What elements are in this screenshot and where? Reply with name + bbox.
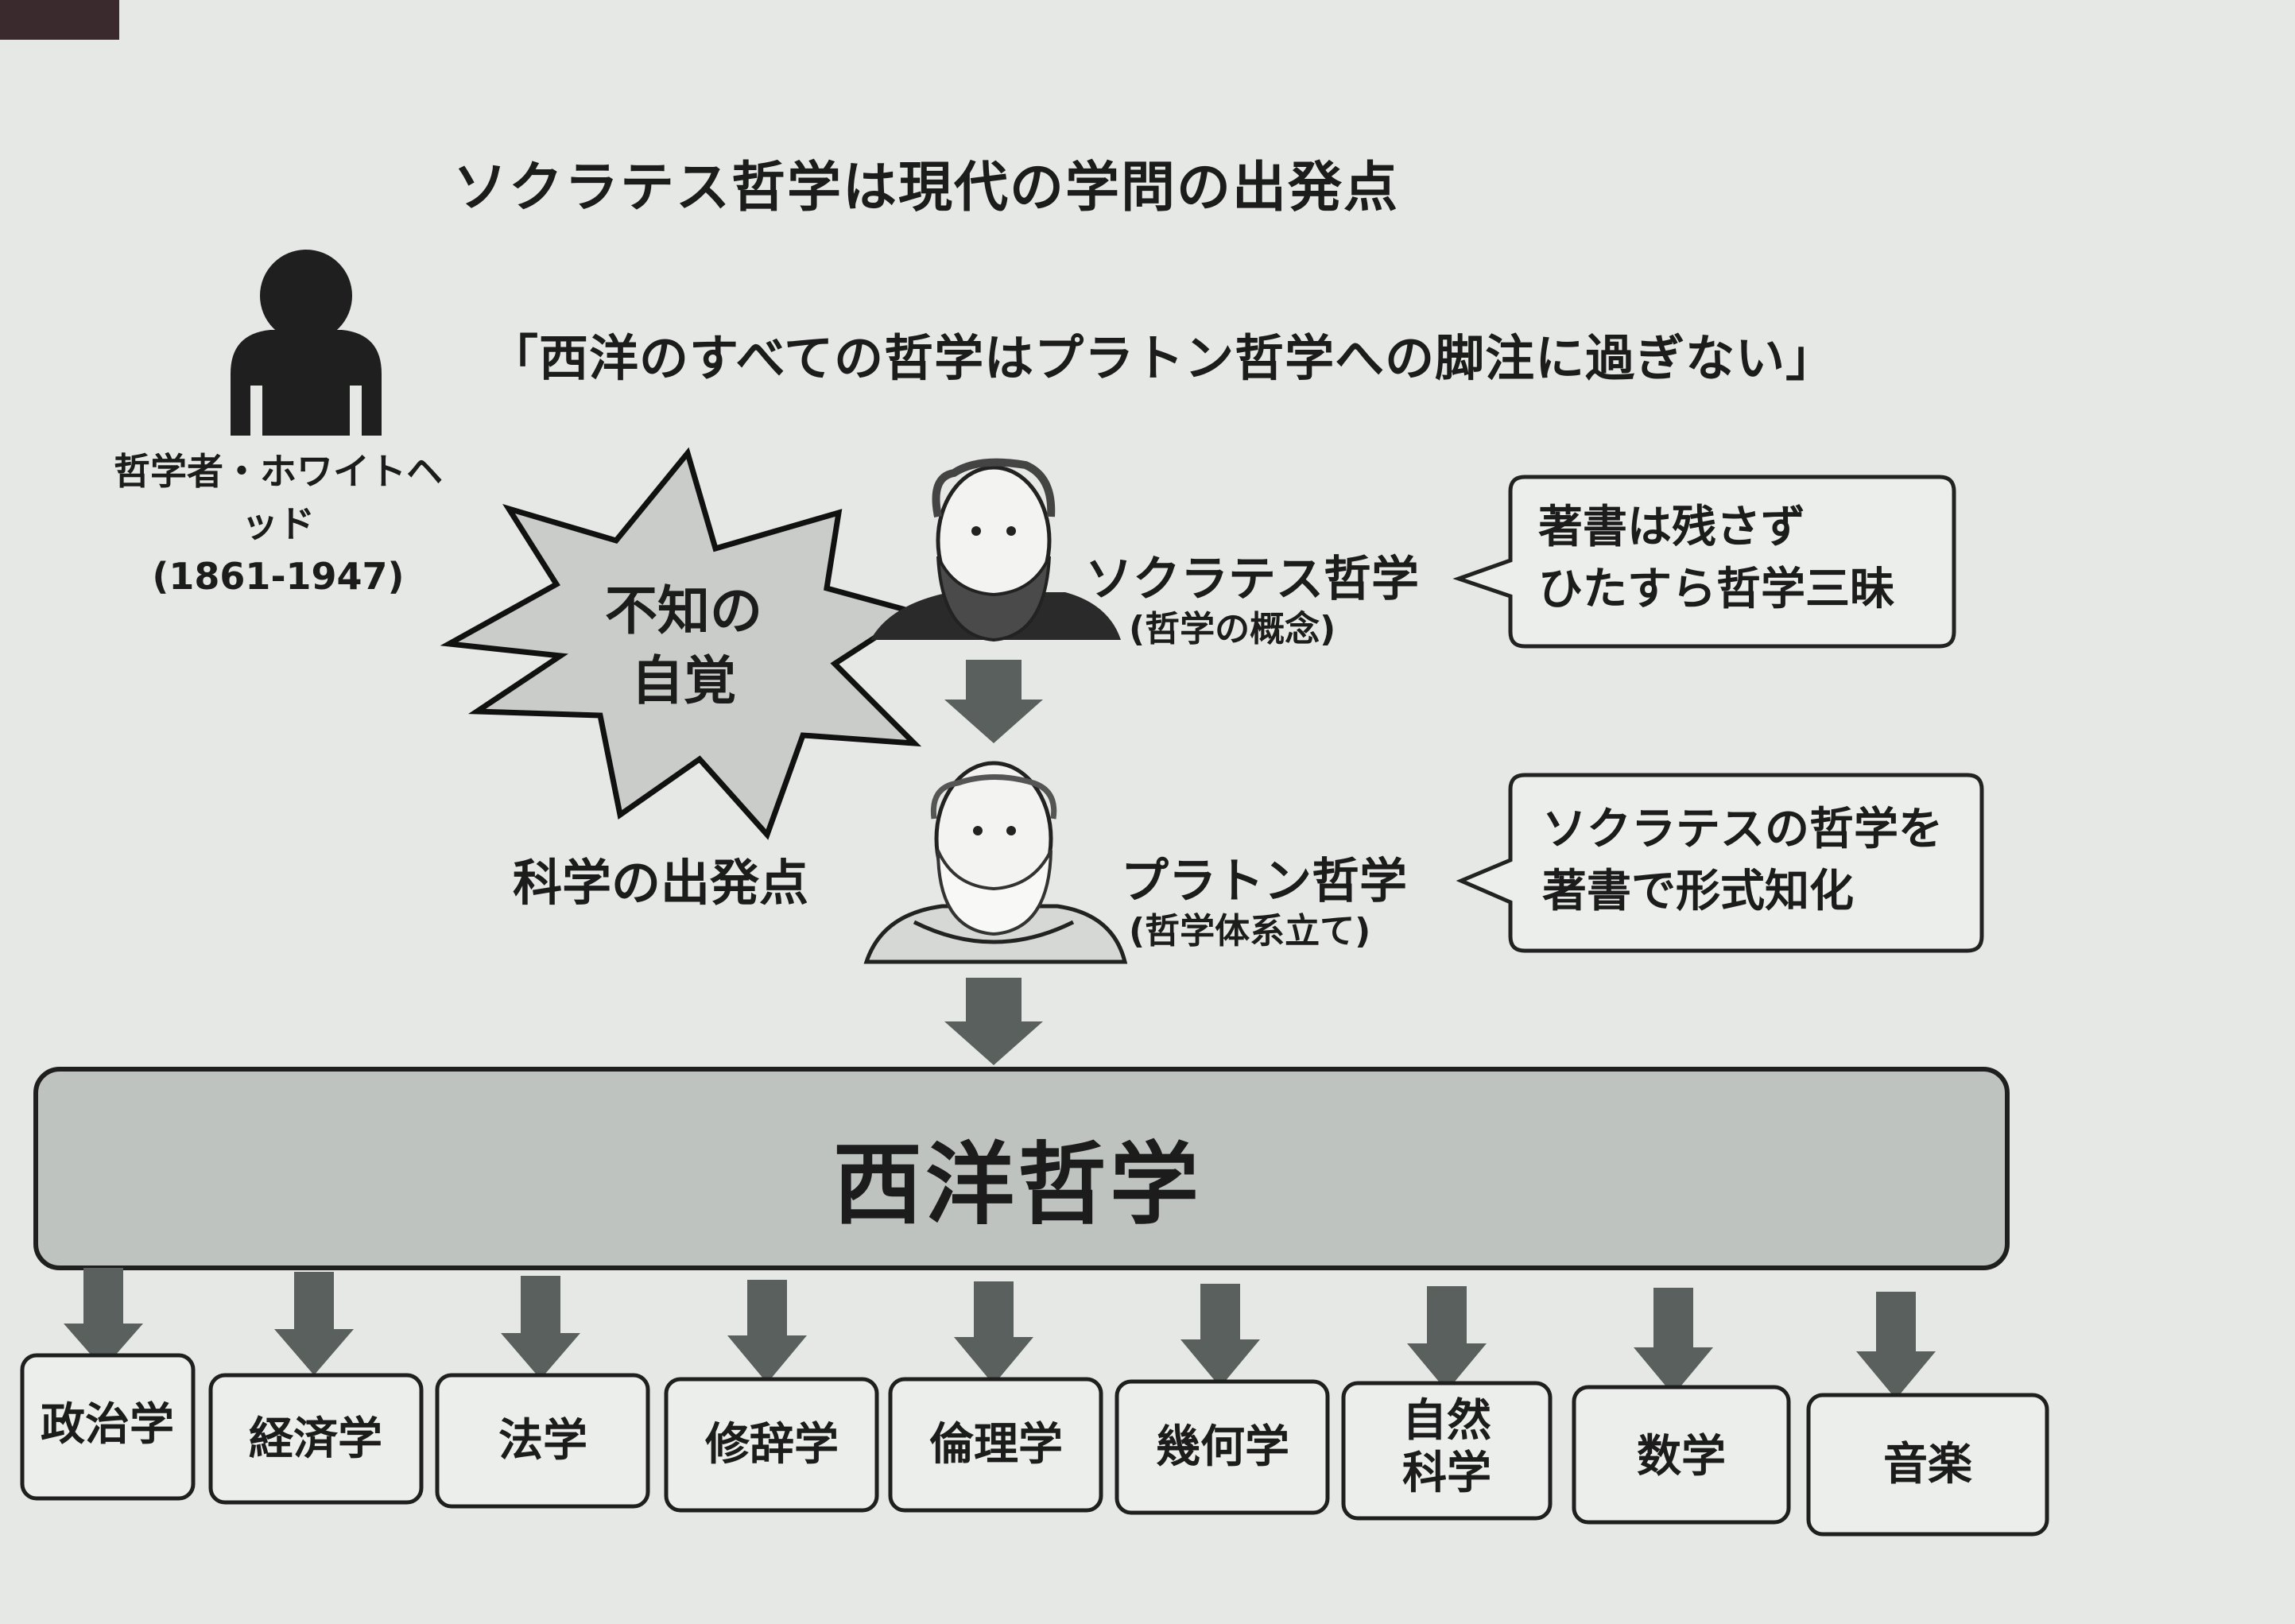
discipline-geometry: 幾何学 <box>1115 1421 1330 1474</box>
burst-line-2: 自覚 <box>631 650 736 711</box>
discipline-label: 幾何学 <box>1156 1421 1289 1473</box>
whitehead-years: (1861-1947) <box>152 555 405 598</box>
discipline-economics: 経済学 <box>208 1413 423 1466</box>
awareness-burst-shape <box>440 447 922 840</box>
discipline-box-3 <box>435 1373 650 1509</box>
discipline-box-5 <box>888 1377 1103 1513</box>
western-philosophy-band <box>33 1067 2010 1270</box>
discipline-rhetoric: 修辞学 <box>665 1419 879 1471</box>
western-philosophy-label: 西洋哲学 <box>833 1134 1202 1237</box>
socrates-callout-text: 著書は残さず ひたすら哲学三昧 <box>1538 497 1894 621</box>
discipline-label-line-1: 自然 <box>1402 1395 1491 1447</box>
arrow-to-economics <box>274 1272 354 1375</box>
socrates-callout-line-1: 著書は残さず <box>1538 502 1805 553</box>
discipline-label: 倫理学 <box>929 1419 1063 1471</box>
whitehead-label: 哲学者・ホワイトヘッド (1861-1947) <box>111 445 445 603</box>
socrates-callout-line-2: ひたすら哲学三昧 <box>1538 564 1894 615</box>
discipline-label: 音楽 <box>1883 1439 1972 1490</box>
discipline-box-7 <box>1341 1381 1553 1521</box>
arrow-to-law <box>501 1276 580 1379</box>
socrates-callout-bubble <box>1452 475 1956 649</box>
discipline-label: 法学 <box>498 1415 587 1467</box>
arrow-plato-to-western <box>944 978 1043 1065</box>
socrates-portrait-icon <box>870 458 1121 642</box>
discipline-label: 数学 <box>1637 1431 1726 1483</box>
discipline-box-6 <box>1115 1379 1330 1515</box>
science-start-label: 科学の出発点 <box>513 854 809 912</box>
discipline-law: 法学 <box>436 1415 650 1467</box>
discipline-label: 修辞学 <box>705 1419 839 1471</box>
discipline-label: 政治学 <box>41 1399 174 1451</box>
discipline-label: 経済学 <box>249 1413 382 1465</box>
arrow-to-rhetoric <box>727 1280 807 1383</box>
arrow-to-music <box>1856 1292 1936 1399</box>
arrow-to-politics <box>64 1268 143 1369</box>
plato-callout-bubble <box>1456 773 1984 953</box>
discipline-natural-science: 自然 科学 <box>1339 1395 1554 1500</box>
diagram-title: ソクラテス哲学は現代の学問の出発点 <box>453 157 1400 219</box>
page-corner-shadow <box>0 0 119 40</box>
arrow-to-natural-science <box>1407 1286 1487 1391</box>
discipline-box-8 <box>1572 1385 1791 1525</box>
plato-callout-line-1: ソクラテスの哲学を <box>1542 804 1943 855</box>
person-icon <box>231 250 382 436</box>
discipline-music: 音楽 <box>1820 1439 2035 1491</box>
plato-portrait-icon <box>863 761 1128 964</box>
socrates-philosophy-sub: (哲学の概念) <box>1129 609 1336 649</box>
plato-callout-line-2: 著書で形式知化 <box>1542 866 1854 917</box>
discipline-label-line-2: 科学 <box>1402 1448 1491 1499</box>
plato-philosophy-sub: (哲学体系立て) <box>1129 911 1371 952</box>
discipline-politics: 政治学 <box>0 1399 215 1452</box>
whitehead-name: 哲学者・ホワイトヘッド <box>114 450 443 545</box>
discipline-mathematics: 数学 <box>1574 1431 1789 1483</box>
arrow-to-mathematics <box>1634 1288 1713 1395</box>
discipline-ethics: 倫理学 <box>889 1419 1103 1471</box>
discipline-box-2 <box>208 1373 424 1505</box>
arrow-to-ethics <box>954 1281 1033 1385</box>
arrow-socrates-to-plato <box>944 660 1043 743</box>
plato-callout-text: ソクラテスの哲学を 著書で形式知化 <box>1542 799 1943 923</box>
awareness-of-ignorance: 不知の 自覚 <box>572 576 795 716</box>
discipline-box-4 <box>664 1377 879 1513</box>
discipline-box-9 <box>1806 1393 2049 1537</box>
socrates-philosophy-label: ソクラテス哲学 <box>1085 552 1419 607</box>
discipline-box-1 <box>20 1353 196 1501</box>
arrow-to-geometry <box>1180 1284 1260 1387</box>
burst-line-1: 不知の <box>605 580 762 641</box>
plato-philosophy-label: プラトン哲学 <box>1121 854 1407 909</box>
whitehead-quote: 「西洋のすべての哲学はプラトン哲学への脚注に過ぎない」 <box>489 329 1836 387</box>
